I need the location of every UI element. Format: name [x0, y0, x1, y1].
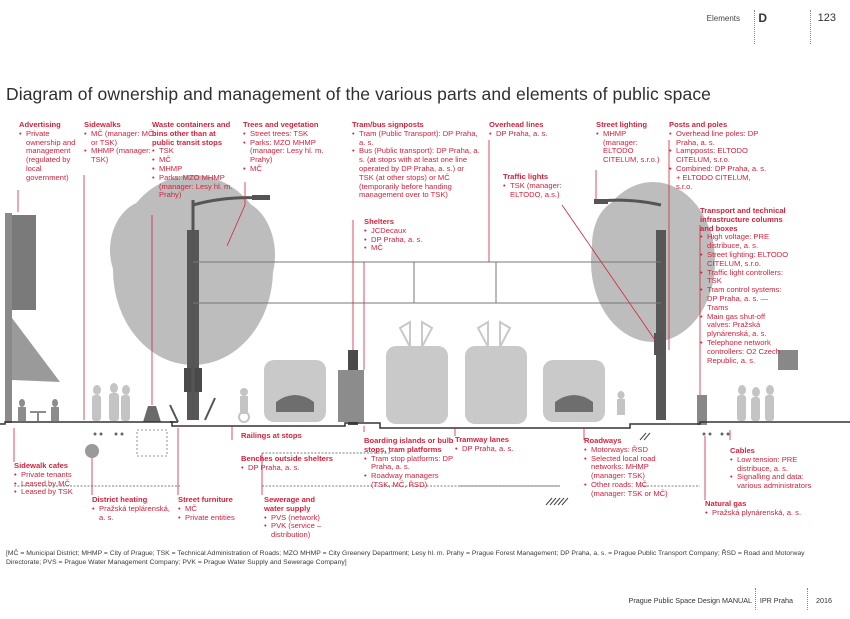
label-sidewalks: Sidewalks MČ (manager: MČ or TSK)MHMP (m…: [84, 120, 154, 165]
label-boarding-islands: Boarding islands or bulb stops, tram pla…: [364, 436, 460, 490]
bin-foundation: [136, 429, 168, 457]
label-posts-poles: Posts and poles Overhead line poles: DP …: [669, 120, 769, 191]
label-shelters: Shelters JCDecauxDP Praha, a. s.MČ: [364, 217, 434, 253]
footer-divider: [755, 588, 756, 610]
section-letter: D: [758, 11, 767, 25]
right-pole: [656, 230, 666, 420]
page-number: 123: [817, 12, 836, 24]
car-right: [543, 360, 605, 422]
label-trees: Trees and vegetation Street trees: TSKPa…: [243, 120, 333, 174]
label-traffic-lights: Traffic lights TSK (manager: ELTODO, a.s…: [503, 172, 578, 199]
label-cables: Cables Low tension: PRE distribuce, a. s…: [730, 446, 830, 491]
cable-dots: [93, 432, 730, 436]
label-sidewalk-cafes: Sidewalk cafes Private tenantsLeased by …: [14, 461, 90, 497]
footer-divider: [807, 588, 808, 610]
footer-organization: IPR Praha: [759, 596, 793, 605]
label-railings: Railings at stops: [241, 431, 302, 440]
cafe-people: [18, 399, 59, 421]
lamp-head-left: [252, 195, 270, 200]
traffic-light: [654, 333, 664, 355]
utility-box-right: [697, 395, 707, 425]
bench: [169, 404, 179, 423]
tram-left: [386, 320, 448, 424]
shelter: [338, 370, 364, 422]
abbreviations-footnote: [MČ = Municipal District; MHMP = City of…: [6, 550, 805, 566]
label-advertising: Advertising Private ownership and manage…: [19, 120, 83, 183]
label-signposts: Tram/bus signposts Tram (Public Transpor…: [352, 120, 480, 200]
section-name: Elements: [706, 14, 740, 23]
label-benches: Benches outside shelters DP Praha, a. s.: [241, 454, 341, 473]
label-natural-gas: Natural gas Pražská plynárenská, a. s.: [705, 499, 815, 518]
footer-year: 2016: [816, 596, 832, 605]
car-left: [264, 360, 326, 422]
tram-right: [465, 320, 527, 424]
left-tree: [110, 175, 275, 365]
label-waste-containers: Waste containers and bins other than at …: [152, 120, 238, 200]
ground-line: [0, 421, 850, 429]
label-street-furniture: Street furniture MČPrivate entities: [178, 495, 260, 522]
label-street-lighting: Street lighting MHMP (manager: ELTODO CI…: [596, 120, 662, 165]
label-roadways: Roadways Motorways: ŘSDSelected local ro…: [584, 436, 680, 499]
label-infrastructure-boxes: Transport and technical infrastructure c…: [700, 206, 790, 365]
label-sewerage: Sewerage and water supply PVS (network)P…: [264, 495, 334, 540]
waste-bin: [143, 406, 161, 422]
label-overhead-lines: Overhead lines DP Praha, a. s.: [489, 120, 569, 139]
pedestrians-right: [617, 385, 774, 421]
railing: [204, 397, 216, 421]
pedestrians-left: [92, 383, 130, 421]
heating-pipe: [85, 444, 99, 458]
lamp-head-right: [594, 199, 608, 204]
label-tramway-lanes: Tramway lanes DP Praha, a. s.: [455, 435, 535, 454]
footer-manual-title: Prague Public Space Design MANUAL: [628, 596, 752, 605]
building-wall: [5, 213, 12, 423]
header-divider: [810, 10, 811, 44]
advertising-billboard: [12, 215, 36, 310]
rail-hatching: [545, 432, 651, 506]
page-title: Diagram of ownership and management of t…: [6, 84, 712, 104]
cyclist-left: [238, 388, 250, 423]
label-district-heating: District heating Pražská teplárenská, a.…: [92, 495, 170, 522]
header-divider: [754, 10, 755, 44]
cafe-awning: [12, 318, 60, 382]
